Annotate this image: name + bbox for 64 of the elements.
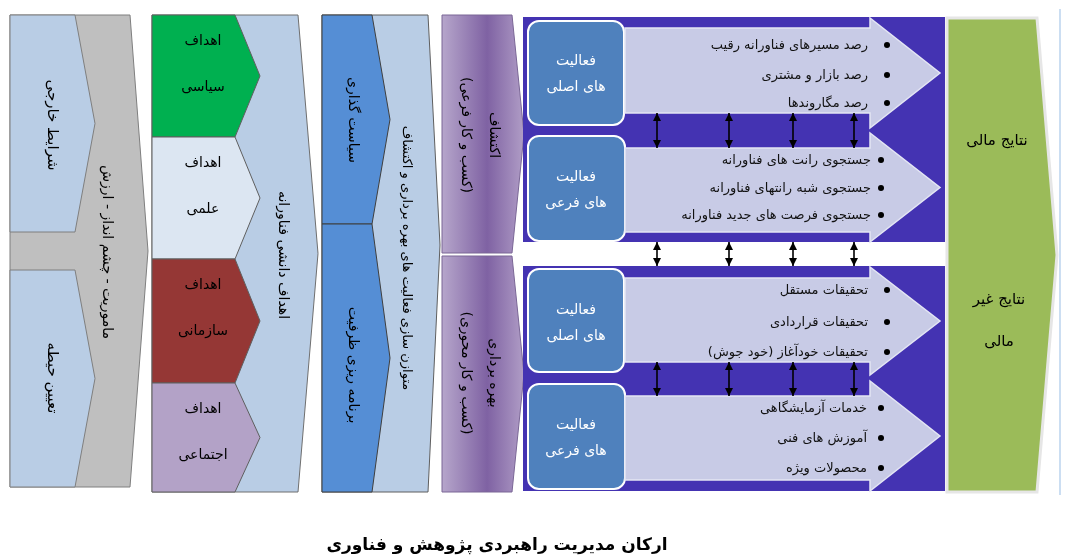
double-arrow xyxy=(789,112,797,149)
double-arrow xyxy=(850,361,858,397)
pentagon-label: شرایط خارجی xyxy=(43,79,63,171)
double-arrow xyxy=(789,241,797,267)
rounded-box xyxy=(527,135,626,242)
pentagon-box xyxy=(322,15,390,224)
pentagon-box xyxy=(322,224,390,492)
pentagon-label: اکتشاف xyxy=(486,112,504,158)
pentagon-label: نتایج غیر مالی xyxy=(971,289,1027,352)
double-arrow xyxy=(653,241,661,267)
pentagon-label: برنامه ریزی ظرفیت xyxy=(344,306,362,424)
pentagon-label: نتایج مالی xyxy=(966,130,1028,150)
double-arrow xyxy=(850,112,858,149)
double-arrow xyxy=(725,112,733,149)
pentagon-box xyxy=(10,15,95,232)
pentagon-band xyxy=(322,15,440,492)
double-arrow xyxy=(789,361,797,397)
caption: ارکان مدیریت راهبردی پژوهش و فناوری xyxy=(326,534,668,556)
double-arrow xyxy=(725,361,733,397)
list-item: جستجوی رانت های فناورانه xyxy=(721,151,871,169)
list-item: رصد بازار و مشتری xyxy=(761,66,868,84)
pointed-banner xyxy=(625,381,940,491)
band-label: اهداف دانشی فناورانه xyxy=(274,190,292,320)
list-item: خدمات آزمایشگاهی xyxy=(760,399,867,417)
rounded-box xyxy=(527,268,625,373)
pentagon-band xyxy=(10,15,148,487)
list-item: جستجوی شبه رانتهای فناورانه xyxy=(709,179,871,197)
list-item: آموزش های فنی xyxy=(777,429,867,447)
pentagon-label: اهداف علمی xyxy=(184,153,222,218)
pointed-banner xyxy=(625,267,940,375)
pentagon-label: اهداف سازمانی xyxy=(177,275,229,341)
rounded-box xyxy=(527,383,626,490)
pentagon-box xyxy=(947,18,1057,492)
box-label: فعالیت های فرعی xyxy=(544,167,608,213)
box-label: فعالیت های اصلی xyxy=(545,51,607,96)
pentagon-label: (کسب و کار محوری) xyxy=(457,311,476,435)
list-item: جستجوی فرصت های جدید فناورانه xyxy=(681,206,871,224)
pointed-banner xyxy=(625,133,940,242)
double-arrow xyxy=(725,241,733,267)
band-label: ماموریت - چشم انداز - ارزش xyxy=(98,165,116,339)
list-item: رصد مگاروندها xyxy=(787,94,868,112)
pentagon-box xyxy=(10,270,95,487)
double-arrow xyxy=(653,361,661,397)
list-item: تحقیقات خودآغاز (خود جوش) xyxy=(707,343,868,361)
rounded-box xyxy=(527,20,625,126)
background-panel xyxy=(523,266,945,491)
pentagon-label: سیاست گذاری xyxy=(344,77,362,163)
list-item: رصد مسیرهای فناورانه رقیب xyxy=(710,36,868,54)
list-item: محصولات ویژه xyxy=(786,459,867,477)
pentagon-band xyxy=(152,15,318,492)
list-item: تحقیقات مستقل xyxy=(779,281,868,299)
pentagon-label: (کسب و کار فرعی) xyxy=(457,76,476,194)
double-arrow xyxy=(850,241,858,267)
background-panel xyxy=(523,17,945,242)
pentagon-label: اهداف اجتماعی xyxy=(178,399,228,464)
band-label: متوازن سازی فعالیت های بهره برداری و اکتشاف xyxy=(399,125,416,391)
list-item: تحقیقات قراردادی xyxy=(769,313,868,331)
pentagon-label: بهره برداری xyxy=(485,338,504,408)
pentagon-label: تعیین حیطه xyxy=(43,342,63,414)
box-label: فعالیت های فرعی xyxy=(544,415,608,461)
double-arrow xyxy=(653,112,661,149)
pointed-banner xyxy=(625,18,940,128)
pentagon-label: اهداف سیاسی xyxy=(181,31,225,96)
box-label: فعالیت های اصلی xyxy=(545,300,607,345)
